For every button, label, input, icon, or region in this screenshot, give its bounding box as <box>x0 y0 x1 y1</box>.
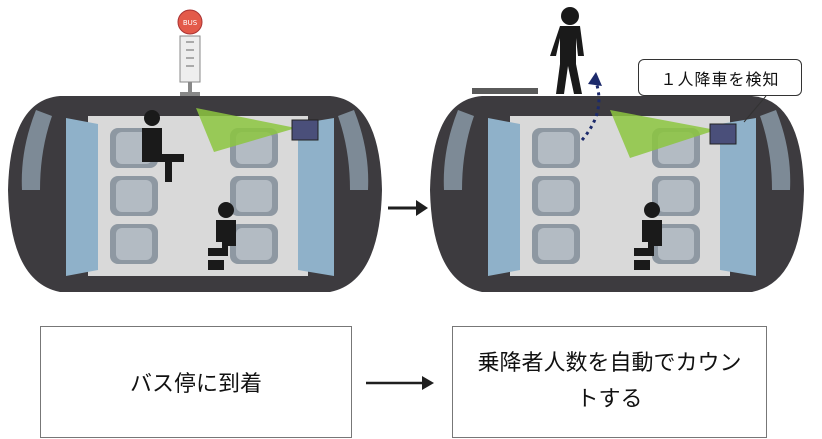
sensor-beam <box>610 110 716 158</box>
exiting-passenger-icon <box>550 7 584 94</box>
caption-arrival: バス停に到着 <box>40 326 352 438</box>
door-right <box>720 118 756 276</box>
door-left <box>66 118 98 276</box>
caption-arrival-text: バス停に到着 <box>129 372 262 397</box>
bus-arrival-illustration: BUS <box>8 9 382 292</box>
door-left <box>488 118 520 276</box>
passenger-icon <box>208 202 236 270</box>
passenger-icon <box>634 202 662 270</box>
caption-auto-count-text: 乗降者人数を自動でカウントする <box>477 351 742 412</box>
bus-stop-sign: BUS <box>177 9 203 96</box>
transition-arrow <box>388 200 428 216</box>
bus-stop-sign-text: BUS <box>183 19 198 27</box>
exit-arrow <box>580 81 601 141</box>
bus-exit-illustration <box>430 7 804 292</box>
camera-icon <box>709 123 737 145</box>
door-right <box>298 118 334 276</box>
caption-arrow <box>366 376 434 390</box>
sensor-beam <box>196 108 296 152</box>
camera-icon <box>291 119 319 141</box>
detection-callout: １人降車を検知 <box>638 59 802 96</box>
caption-auto-count: 乗降者人数を自動でカウントする <box>452 326 767 438</box>
passenger-icon <box>142 110 184 182</box>
